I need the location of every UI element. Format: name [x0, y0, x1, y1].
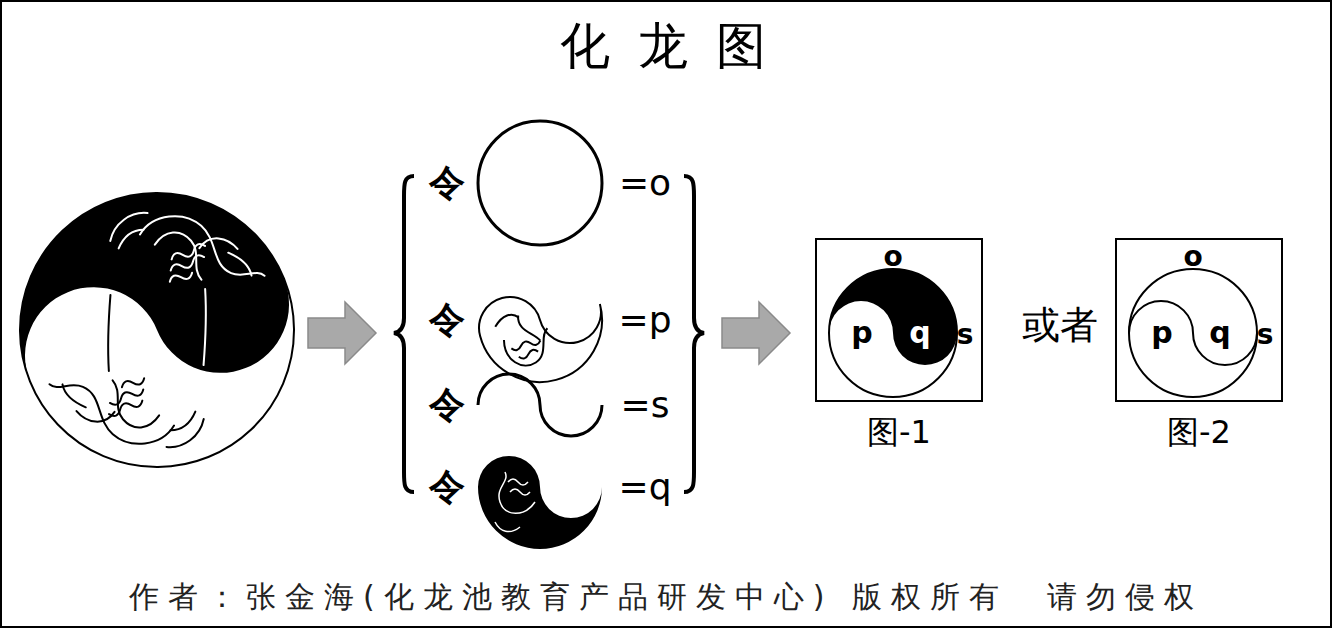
label: =s	[621, 387, 670, 423]
region-letter: o	[1183, 243, 1202, 271]
figure-caption: 图-2	[1167, 416, 1231, 448]
label: 令	[429, 302, 465, 338]
region-letter: s	[957, 321, 974, 349]
region-letter: p	[851, 318, 872, 348]
block-arrow	[722, 302, 790, 364]
figure-caption: 图-1	[867, 416, 931, 448]
black-half-q	[478, 456, 602, 549]
left-brace	[394, 176, 414, 492]
label: 或者	[1022, 306, 1098, 344]
region-letter: q	[1209, 318, 1230, 348]
label: 令	[429, 469, 465, 505]
label: =p	[618, 302, 671, 338]
footer-note: 作者：张金海(化龙池教育产品研发中心) 版权所有 请勿侵权	[129, 582, 1203, 612]
region-letter: s	[1257, 321, 1274, 349]
block-arrow	[308, 302, 376, 364]
s-curve	[478, 374, 602, 436]
right-brace	[684, 176, 704, 492]
figure-box: opqs图-2	[1115, 238, 1283, 402]
label: =q	[618, 469, 671, 505]
title: 化 龙 图	[560, 21, 772, 71]
label: =o	[619, 165, 671, 201]
label: 令	[429, 387, 465, 423]
dragon-taiji	[0, 152, 335, 509]
circle-o	[478, 121, 602, 245]
region-letter: o	[883, 243, 902, 271]
region-letter: p	[1151, 318, 1172, 348]
region-letter: q	[909, 318, 930, 348]
figure-box: opqs图-1	[815, 238, 983, 402]
label: 令	[429, 165, 465, 201]
